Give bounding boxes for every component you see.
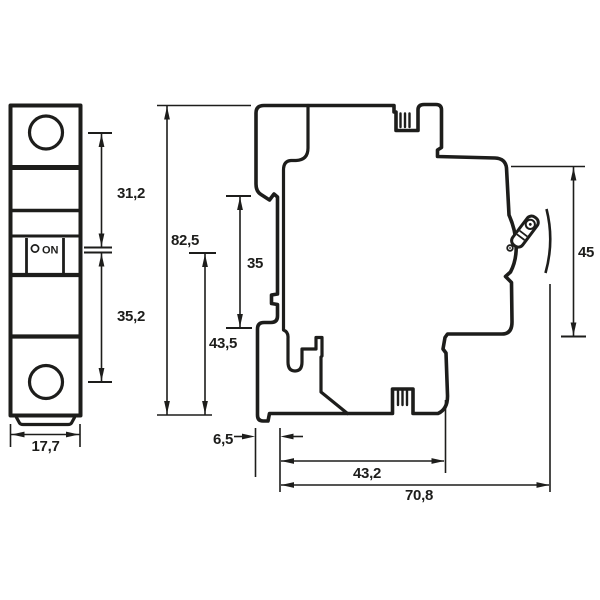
lever-pivot-icon [506, 244, 514, 252]
arrowhead [237, 314, 243, 327]
dim-label-70-8: 70,8 [405, 487, 433, 504]
top-terminal-comb [399, 112, 411, 129]
arrowhead [98, 134, 105, 147]
on-indicator: ON [30, 244, 59, 257]
on-indicator-label: ON [42, 245, 59, 257]
arrowhead [570, 322, 577, 336]
lever-ridge [519, 229, 528, 238]
dim-label-45: 45 [578, 244, 594, 261]
indicator-dot-icon [30, 244, 40, 253]
side-body-outline [254, 102, 518, 423]
dim-label-17-7: 17,7 [32, 438, 60, 455]
arrowhead [202, 401, 208, 414]
arrowhead [281, 482, 294, 488]
front-body-outline [8, 103, 83, 418]
arrowhead [242, 433, 255, 440]
arrowhead [164, 401, 170, 414]
lever-ridge [516, 233, 526, 241]
arrowhead [570, 167, 577, 181]
arrowhead [98, 233, 105, 247]
arrowhead [66, 431, 79, 438]
bottom-terminal-comb [396, 388, 409, 407]
dim-label-35: 35 [247, 255, 263, 272]
arrowhead [202, 254, 208, 267]
dim-label-6-5: 6,5 [213, 431, 233, 448]
dim-label-31-2: 31,2 [117, 185, 145, 202]
arrowhead [431, 458, 445, 464]
arrowhead [164, 106, 170, 120]
dim-label-35-2: 35,2 [117, 308, 145, 325]
toggle-lever [510, 214, 540, 249]
arrowhead [98, 253, 105, 267]
dim-label-82-5: 82,5 [171, 232, 199, 249]
lever-travel-arc [544, 208, 552, 274]
arrowhead [281, 458, 294, 464]
dim-label-43-2: 43,2 [353, 465, 381, 482]
arrowhead [536, 482, 550, 488]
side-view [254, 102, 552, 423]
arrowhead [237, 197, 243, 210]
lever-pivot-dot-icon [509, 247, 511, 249]
arrowhead [11, 431, 25, 438]
din-foot-profile [14, 415, 77, 427]
lever-tip-dot-icon [528, 222, 532, 226]
arrowhead [280, 433, 294, 440]
front-view: ON [8, 103, 83, 427]
bottom-terminal-screw [27, 363, 65, 401]
top-terminal-screw [27, 114, 65, 151]
side-inner-step-and-clip [281, 103, 350, 416]
arrowhead [98, 368, 105, 381]
dimensions: 31,2 35,2 17,7 82,5 43,5 35 [9, 104, 594, 504]
dim-label-43-5: 43,5 [209, 335, 237, 352]
